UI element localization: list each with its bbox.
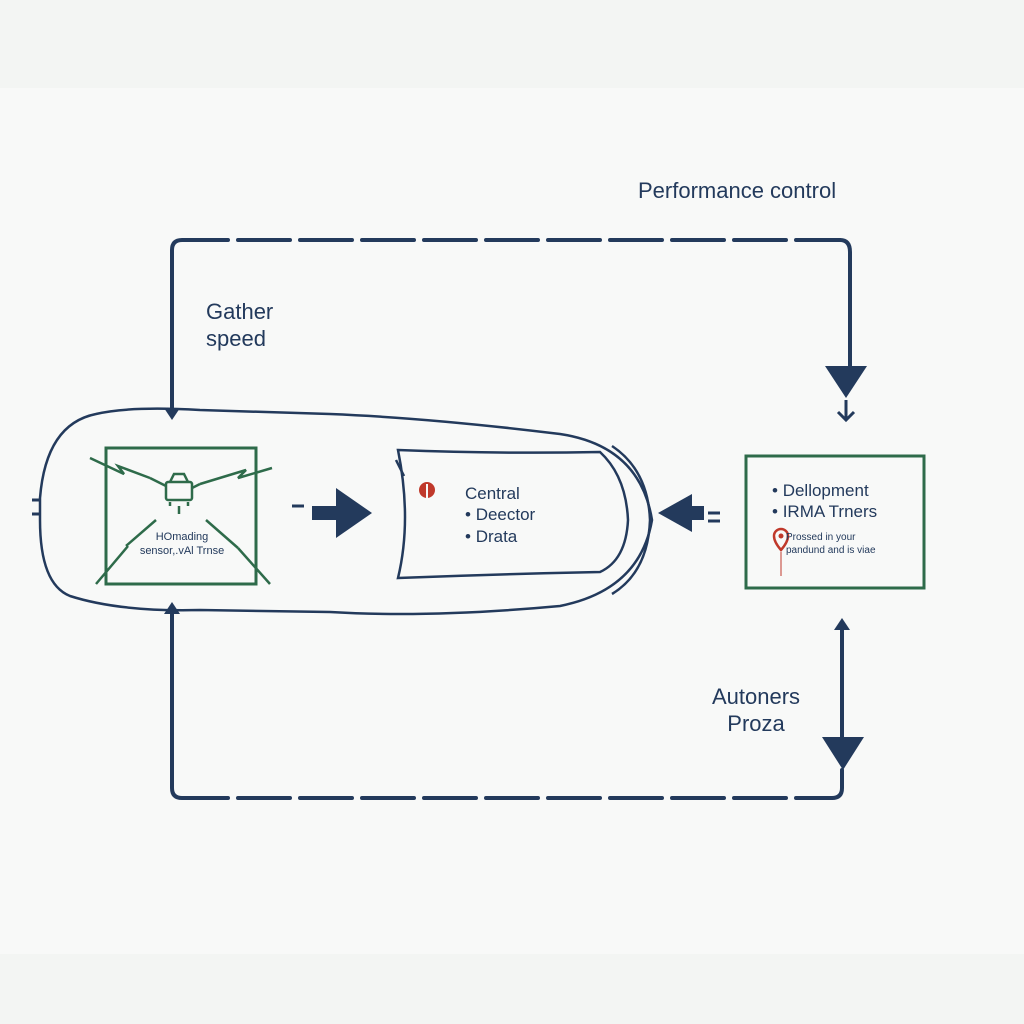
development-note-line-1: Prossed in your [786, 532, 856, 543]
gather-speed-label: Gather speed [206, 299, 273, 353]
sensor-signals [89, 456, 273, 585]
central-bullet-1-text: Deector [475, 505, 536, 525]
autonomous-line-1: Autoners [712, 684, 801, 709]
sensor-box [104, 446, 258, 586]
sensor-line-1: HOmading [155, 531, 209, 543]
top-loop-arrow-down-icon [825, 366, 867, 398]
arrow-right-icon [292, 488, 372, 538]
development-box [744, 454, 926, 590]
pin-icon [419, 482, 435, 498]
gather-speed-line-1: Gather [206, 299, 274, 324]
central-heading: Central [465, 484, 520, 503]
central-bullet-2-text: Drata [475, 526, 518, 546]
sensor-box-label: HOmading sensor,.vAl Trnse [112, 531, 252, 559]
bottom-loop-arrow-down-icon [822, 737, 864, 770]
location-pin-icon [772, 527, 790, 576]
development-bullet-2: • IRMA Trners [772, 502, 878, 522]
development-note-line-2: pandund and is viae [786, 545, 876, 556]
car-icon [164, 472, 194, 514]
central-label: Central • Deector • Drata [465, 483, 535, 547]
car-bottom-arrow-up-icon [164, 602, 180, 614]
gather-speed-line-2: speed [206, 325, 266, 351]
car-windshield [396, 448, 630, 580]
gather-arrow-tip-icon [164, 408, 180, 420]
central-bullet-1: • Deector [465, 505, 536, 525]
development-bullet-2-text: IRMA Trners [782, 502, 878, 522]
performance-control-label: Performance control [638, 178, 837, 203]
bottom-feedback-loop [170, 610, 844, 800]
development-bullet-1-text: Dellopment [782, 481, 869, 500]
top-feedback-loop [170, 238, 852, 412]
autonomous-label: Autoners Proza [712, 684, 800, 738]
bottom-loop-arrow-up-icon [834, 618, 850, 630]
car-outline [32, 407, 654, 616]
top-loop-small-arrow-icon [836, 400, 856, 423]
development-label: • Dellopment • IRMA Trners [772, 480, 877, 523]
sensor-line-2: sensor,.vAl Trnse [139, 544, 225, 557]
development-note: Prossed in your pandund and is viae [786, 531, 876, 557]
central-bullet-2: • Drata [465, 526, 518, 546]
arrow-left-icon [658, 494, 720, 532]
autonomous-line-2: Proza [727, 710, 785, 736]
development-bullet-1: • Dellopment [772, 481, 869, 500]
diagram-panel [0, 88, 1024, 954]
